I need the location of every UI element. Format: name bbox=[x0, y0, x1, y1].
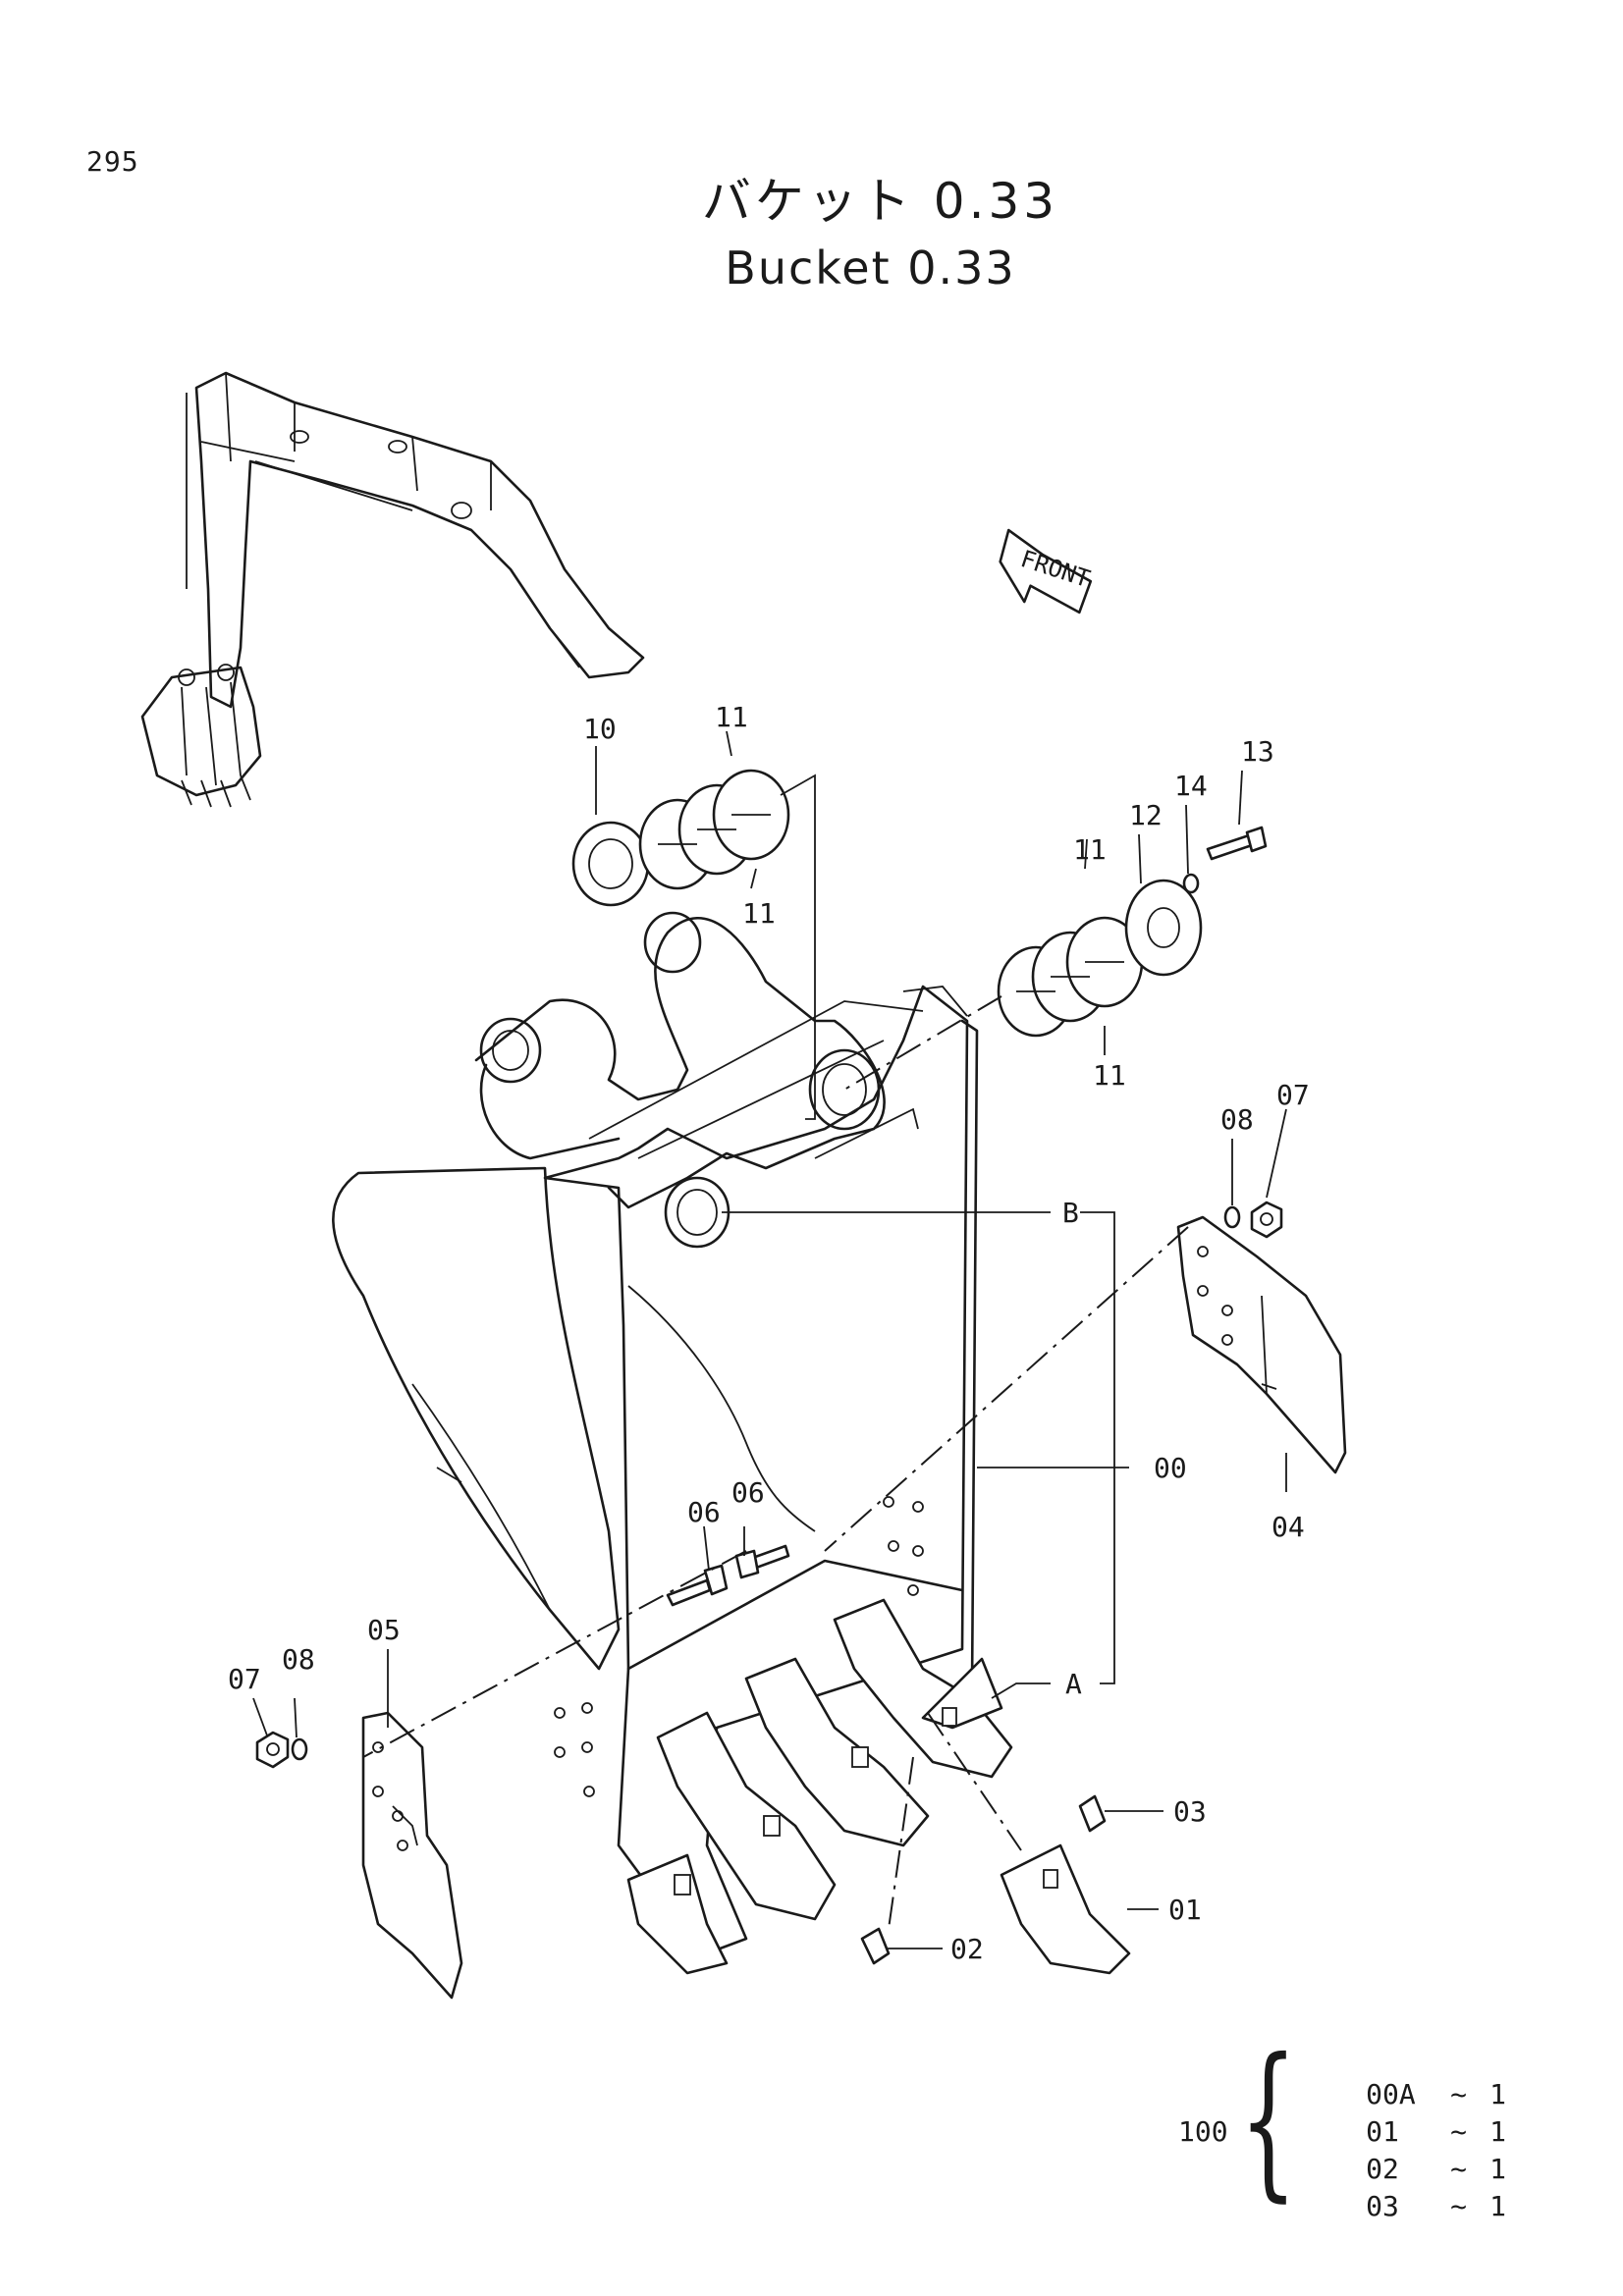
kit-row-sep: ~ bbox=[1450, 2115, 1468, 2148]
front-arrow-label: FRONT bbox=[1017, 545, 1093, 593]
leader-lines bbox=[252, 730, 1287, 1949]
callout-02: 02 bbox=[950, 1933, 984, 1965]
kit-row-sep: ~ bbox=[1450, 2190, 1468, 2222]
callout-08-right: 08 bbox=[1220, 1103, 1254, 1136]
kit-row-part: 01 bbox=[1366, 2115, 1399, 2148]
callout-labels: 11 10 11 13 14 12 11 11 07 08 B 00 04 06… bbox=[228, 701, 1310, 1965]
kit-row-qty: 1 bbox=[1489, 2078, 1507, 2110]
title-english: Bucket 0.33 bbox=[725, 241, 1016, 294]
hardware-illustrations bbox=[255, 826, 1283, 1769]
kit-row-sep: ~ bbox=[1450, 2153, 1468, 2185]
callout-07-right: 07 bbox=[1276, 1079, 1310, 1111]
spare-tooth-illustration bbox=[1000, 1843, 1131, 1975]
kit-row: 03 ~1 bbox=[1267, 2151, 1506, 2222]
callout-05: 05 bbox=[367, 1614, 401, 1646]
kit-rows: 00A ~1 01 ~1 02 ~1 03 ~1 bbox=[1267, 2039, 1506, 2222]
kit-brace: { bbox=[1239, 2023, 1298, 2217]
callout-04: 04 bbox=[1271, 1511, 1305, 1543]
side-cutter-04-illustration bbox=[1176, 1215, 1347, 1474]
page-number: 295 bbox=[86, 145, 139, 178]
page-title: バケット 0.33 Bucket 0.33 bbox=[0, 167, 1623, 300]
kit-row: 01 ~1 bbox=[1267, 2076, 1506, 2148]
kit-row-qty: 1 bbox=[1489, 2190, 1507, 2222]
side-cutter-05-illustration bbox=[361, 1711, 463, 2000]
kit-row-part: 00A bbox=[1366, 2078, 1416, 2110]
callout-00: 00 bbox=[1154, 1452, 1187, 1484]
kit-row: 00A ~1 bbox=[1267, 2039, 1506, 2110]
callout-12: 12 bbox=[1129, 799, 1163, 831]
callout-14: 14 bbox=[1174, 770, 1208, 802]
kit-row: 02 ~1 bbox=[1267, 2113, 1506, 2185]
kit-row-part: 02 bbox=[1366, 2153, 1399, 2185]
callout-03: 03 bbox=[1173, 1795, 1207, 1828]
pin-bushing-illustrations bbox=[571, 769, 1203, 1038]
callout-06-right: 06 bbox=[731, 1476, 765, 1509]
center-lines bbox=[362, 995, 1189, 1930]
kit-number: 100 bbox=[1178, 2115, 1228, 2148]
callout-11-lower-b: 11 bbox=[1093, 1059, 1126, 1092]
callout-11-lower-a: 11 bbox=[1073, 833, 1107, 866]
kit-row-qty: 1 bbox=[1489, 2115, 1507, 2148]
kit-row-sep: ~ bbox=[1450, 2078, 1468, 2110]
kit-row-part: 03 bbox=[1366, 2190, 1399, 2222]
callout-01: 01 bbox=[1168, 1894, 1202, 1926]
kit-row-qty: 1 bbox=[1489, 2153, 1507, 2185]
callout-08-left: 08 bbox=[282, 1643, 315, 1676]
callout-A: A bbox=[1065, 1668, 1082, 1700]
callout-06-left: 06 bbox=[687, 1496, 721, 1528]
callout-13: 13 bbox=[1241, 735, 1274, 768]
lock-03-illustration bbox=[1078, 1794, 1107, 1833]
callout-11-upper-a: 11 bbox=[715, 701, 748, 733]
pin-02-illustration bbox=[860, 1927, 891, 1965]
callout-07-left: 07 bbox=[228, 1663, 261, 1695]
callout-10: 10 bbox=[583, 713, 617, 745]
title-japanese: バケット 0.33 bbox=[701, 173, 1059, 230]
callout-11-upper-b: 11 bbox=[742, 897, 776, 930]
front-arrow: FRONT bbox=[999, 528, 1094, 614]
callout-B: B bbox=[1062, 1197, 1079, 1229]
bucket-teeth-illustration bbox=[626, 1598, 1013, 1975]
excavator-overview-illustration bbox=[140, 371, 645, 808]
